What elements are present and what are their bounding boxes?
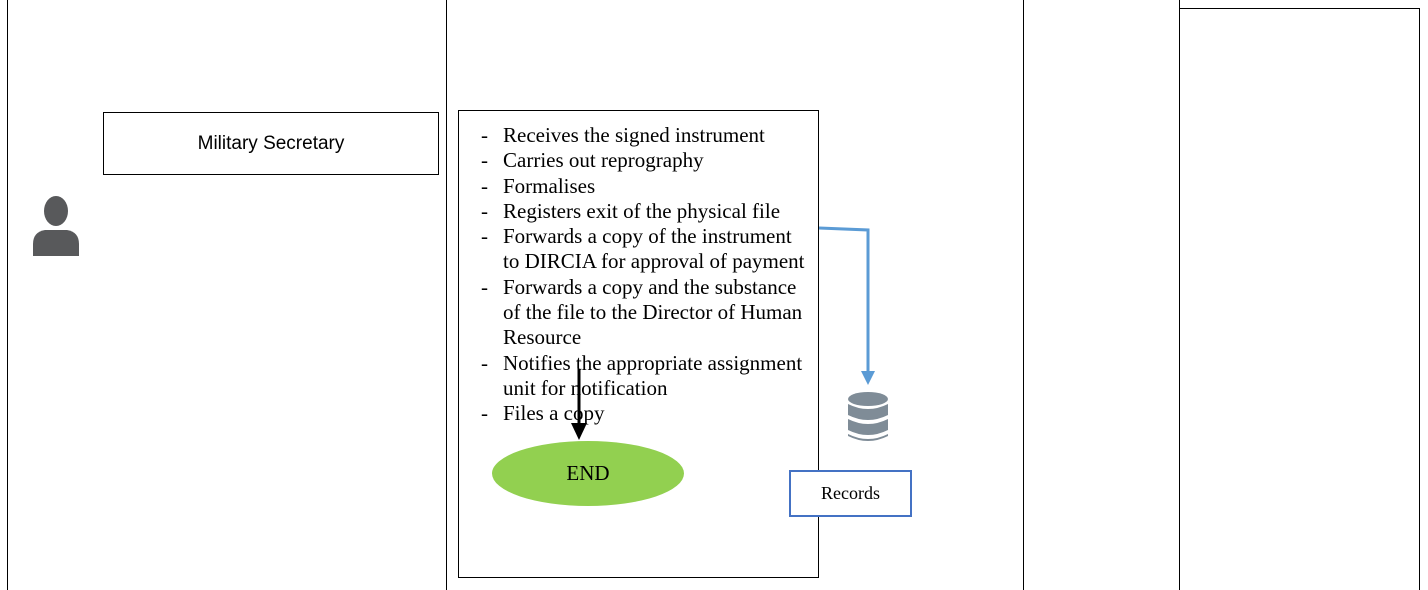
- activity-item: -Forwards a copy of the instrument to DI…: [481, 224, 811, 275]
- activity-text: Receives the signed instrument: [503, 123, 765, 147]
- activity-text: Forwards a copy and the substance of the…: [503, 274, 803, 350]
- activity-text: Files a copy: [503, 401, 605, 426]
- list-marker: -: [481, 148, 488, 173]
- list-marker: -: [481, 350, 488, 375]
- list-marker: -: [481, 123, 488, 147]
- end-label: END: [566, 461, 610, 485]
- lane-separator-left: [7, 0, 8, 590]
- activity-box: -Receives the signed instrument -Carries…: [458, 110, 819, 578]
- activity-item: -Receives the signed instrument: [481, 123, 811, 148]
- activity-text: Notifies the appropriate assignment unit…: [503, 350, 803, 400]
- activity-item: -Files a copy: [481, 401, 811, 426]
- role-box: Military Secretary: [103, 112, 439, 175]
- activity-item: -Carries out reprography: [481, 148, 811, 173]
- person-icon: [33, 196, 79, 256]
- lane-separator-1: [446, 0, 447, 590]
- activity-text: Registers exit of the physical file: [503, 198, 781, 223]
- end-terminator: END: [492, 441, 684, 506]
- activity-text: Formalises: [503, 173, 596, 198]
- activity-item: -Formalises: [481, 174, 811, 199]
- lane-separator-2: [1023, 0, 1024, 590]
- database-icon: [848, 392, 888, 441]
- role-label: Military Secretary: [197, 132, 345, 154]
- activity-text: Forwards a copy of the instrument to DIR…: [503, 224, 805, 274]
- list-marker: -: [481, 173, 488, 198]
- lane-separator-right: [1419, 8, 1420, 590]
- list-marker: -: [481, 198, 488, 223]
- list-marker: -: [481, 401, 488, 426]
- records-connector-arrowhead: [861, 371, 875, 385]
- records-label: Records: [821, 483, 880, 503]
- activity-item: -Registers exit of the physical file: [481, 199, 811, 224]
- list-marker: -: [481, 224, 488, 249]
- activity-text: Carries out reprography: [503, 148, 704, 173]
- lane-header-top-border: [1179, 8, 1420, 9]
- records-box: Records: [789, 470, 912, 517]
- activity-item: -Notifies the appropriate assignment uni…: [481, 351, 811, 402]
- activity-item: -Forwards a copy and the substance of th…: [481, 275, 811, 351]
- activity-list: -Receives the signed instrument -Carries…: [481, 123, 811, 427]
- list-marker: -: [481, 274, 488, 299]
- end-connector-arrowhead: [571, 423, 587, 440]
- lane-separator-3: [1179, 0, 1180, 590]
- records-connector: [818, 226, 870, 375]
